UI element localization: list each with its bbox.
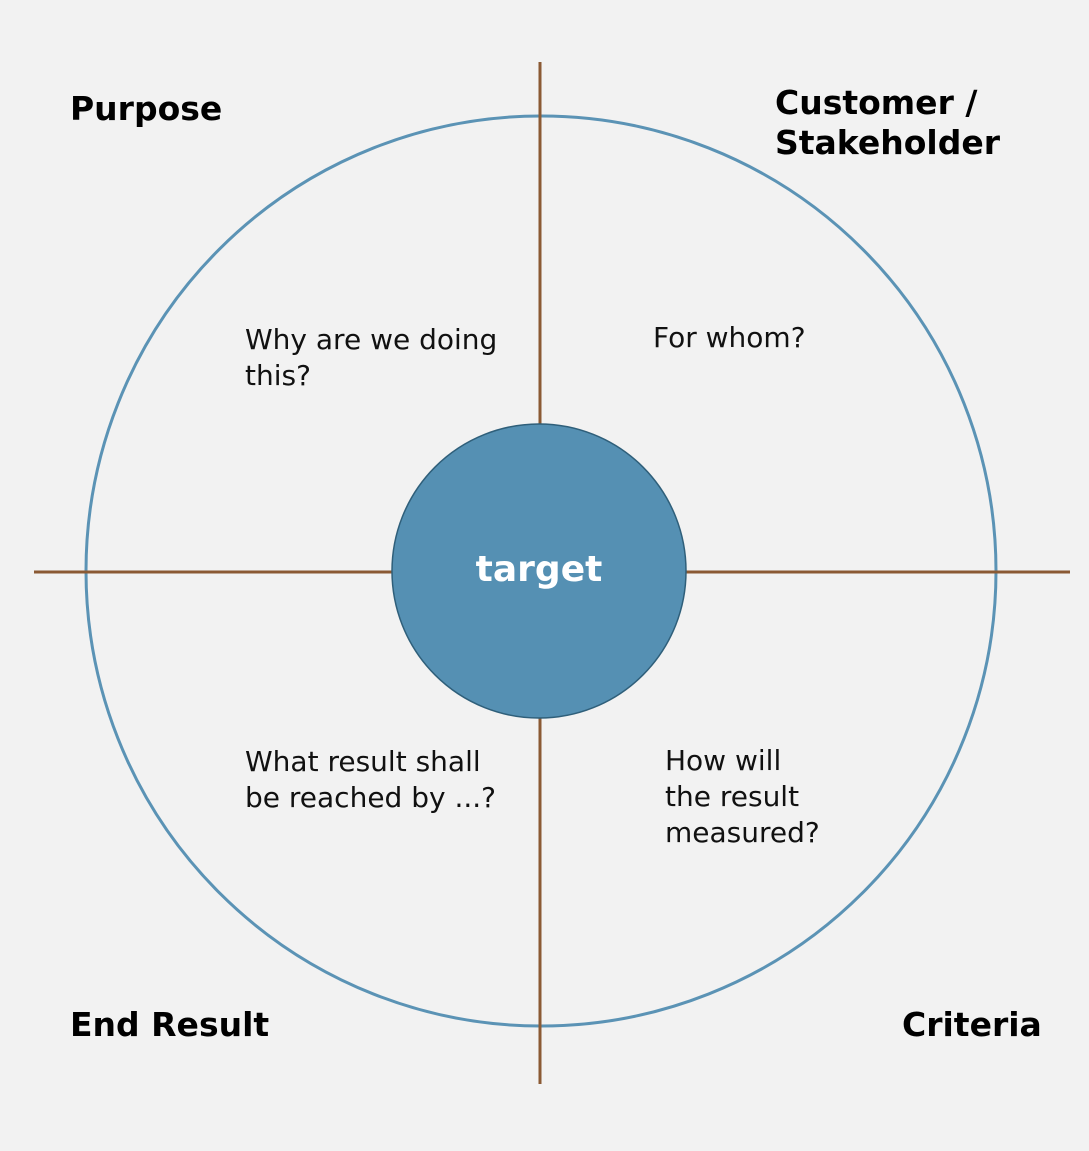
customer-question: For whom? (653, 321, 806, 354)
criteria-title: Criteria (902, 1005, 1042, 1044)
end-result-question: What result shall be reached by ...? (245, 745, 497, 814)
end-result-title: End Result (70, 1005, 270, 1044)
customer-stakeholder-title: Customer / Stakeholder (775, 83, 1001, 162)
purpose-question: Why are we doing this? (245, 323, 498, 392)
criteria-question: How will the result measured? (665, 744, 820, 849)
target-circle (391, 423, 687, 719)
target-label: target (475, 549, 603, 590)
purpose-title: Purpose (70, 89, 223, 128)
